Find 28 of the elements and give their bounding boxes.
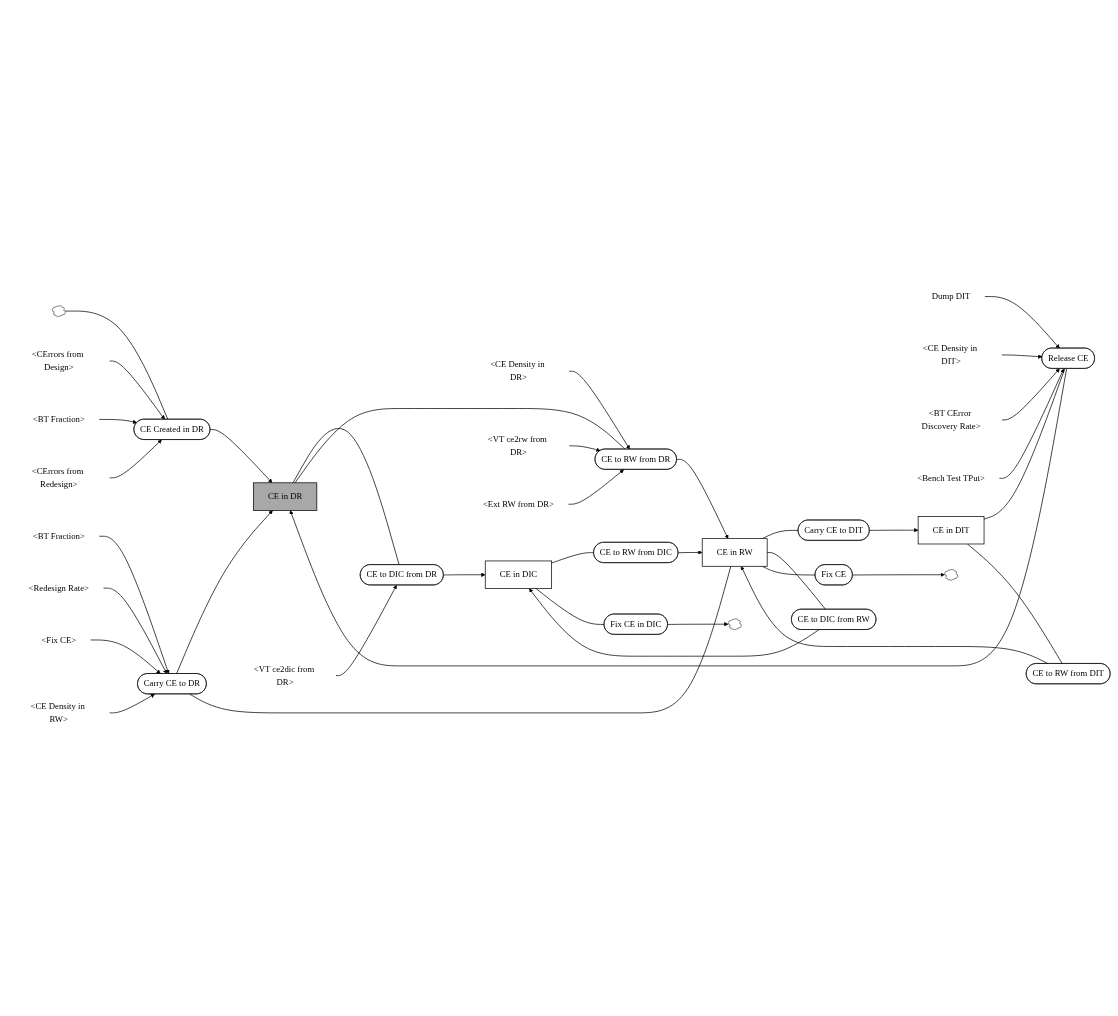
node-text: <CE Density in DIT>: [922, 343, 978, 367]
connector: [551, 552, 595, 564]
node-text: <BT Fraction>: [32, 531, 85, 541]
node-text: <BT Fraction>: [32, 414, 85, 425]
connector: [292, 428, 400, 566]
node-text: <CE Density in DR>: [490, 359, 545, 383]
node-text: <BT CError Discovery Rate>: [921, 408, 981, 432]
node-text: Dump DIT: [931, 291, 971, 302]
node-box: CE in DR: [252, 482, 318, 511]
node-cloud: [52, 305, 66, 317]
node-box: CE in RW: [701, 538, 768, 567]
node-box: CE in DIC: [484, 560, 552, 589]
node-text: <CErrors from Redesign>: [31, 466, 84, 489]
node-text: <Bench Test TPut>: [917, 473, 985, 483]
node-text: <Fix CE>: [41, 634, 77, 645]
node-text: <VT ce2dic from DR>: [253, 663, 315, 687]
connector: [294, 408, 626, 484]
node-cloud: [944, 569, 958, 581]
connector: [967, 543, 1063, 665]
node-cloud: [728, 618, 742, 630]
connector: [535, 588, 605, 625]
node-text: <Ext RW from DR>: [482, 499, 554, 509]
connector: [766, 552, 826, 610]
node-text: <VT ce2rw from DR>: [487, 434, 547, 457]
node-text: <Redesign Rate>: [28, 583, 90, 593]
node-text: <CE Density in RW>: [30, 701, 85, 725]
node-box: CE in DIT: [917, 516, 985, 545]
node-text: <CErrors from Design>: [31, 349, 84, 373]
